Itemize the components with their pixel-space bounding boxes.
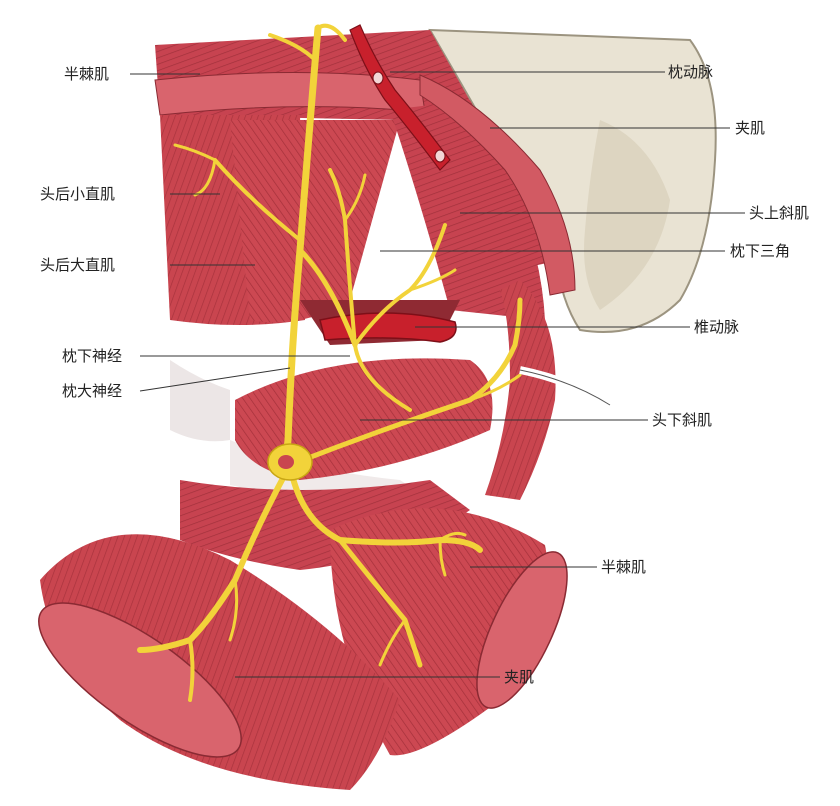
splenius-bottom [40,534,400,790]
leader-zhendashenjing [139,367,291,392]
fascia-left [170,360,230,442]
semispinalis-bottom-cut [476,551,568,709]
label-suboccipital-triangle: 枕下三角 [730,242,791,260]
leader-lines [130,71,745,678]
label-semispinalis-top: 半棘肌 [64,65,110,83]
longissimus-strip [485,280,556,500]
label-splenius-top: 夹肌 [735,119,766,137]
label-greater-occipital-nerve: 枕大神经 [62,382,123,400]
bone-shading [584,120,670,310]
artery-cut-1 [372,71,384,85]
label-splenius-bottom: 夹肌 [504,668,535,686]
label-obliquus-capitis-inferior: 头下斜肌 [652,411,713,429]
label-semispinalis-bottom: 半棘肌 [601,558,647,576]
label-rectus-capitis-posterior-major: 头后大直肌 [40,256,116,274]
nerve-ganglion-hole [278,455,294,469]
label-obliquus-capitis-superior: 头上斜肌 [749,204,810,222]
cut-nerve-stub-edge [519,369,611,406]
artery-cut-2 [434,149,446,163]
rectus-major-muscle [230,120,400,323]
label-vertebral-artery: 椎动脉 [694,318,740,336]
label-rectus-capitis-posterior-minor: 头后小直肌 [40,185,116,203]
label-suboccipital-nerve: 枕下神经 [62,347,123,365]
label-occipital-artery: 枕动脉 [668,63,714,81]
occipital-artery-shape [349,24,451,171]
